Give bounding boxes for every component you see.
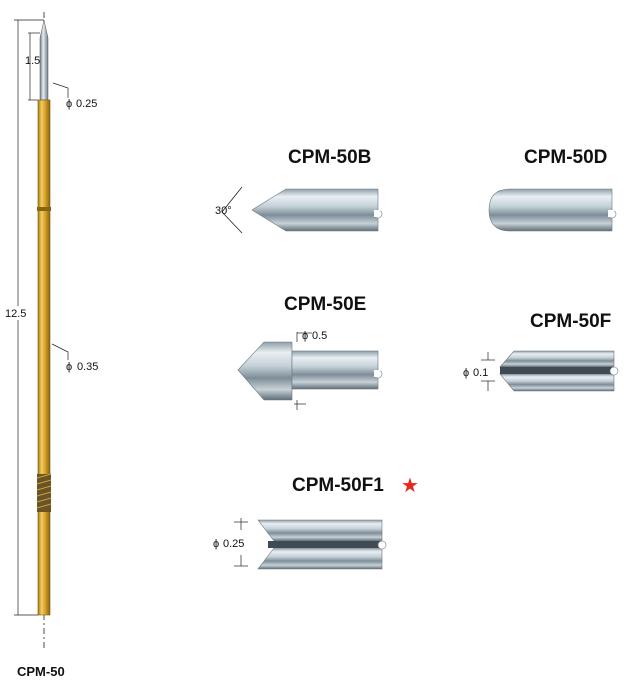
- dim-tip-dia-label: 0.25: [76, 98, 97, 110]
- dim-total-length-label: 12.5: [5, 308, 26, 320]
- tip-f1-title: CPM-50F1: [292, 475, 384, 496]
- tip-f1-upper: [257, 519, 383, 542]
- dim-tip-diameter: ϕ 0.25: [52, 82, 97, 110]
- tip-d-body: [488, 188, 613, 232]
- tip-b-angle: 30°: [215, 205, 232, 217]
- dim-tip-length-label: 1.5: [25, 55, 40, 67]
- tip-e-title: CPM-50E: [284, 294, 366, 315]
- tip-e-cone: [237, 341, 293, 401]
- tip-f-upper: [499, 350, 615, 368]
- probe-drawing: 1.5 12.5 ϕ 0.25 ϕ 0.35 CPM-50: [4, 12, 98, 679]
- tip-f1-dim-symbol: ϕ: [213, 538, 219, 550]
- barrel-groove: [37, 207, 51, 211]
- tip-cpm-50f1: CPM-50F1 ★ ϕ 0.25: [213, 473, 419, 570]
- tip-d-title: CPM-50D: [524, 147, 607, 168]
- plunger-tip: [39, 19, 49, 101]
- tip-f1-dim: 0.25: [223, 538, 244, 550]
- tip-f1-lower: [257, 547, 383, 570]
- tip-cpm-50e: CPM-50E ϕ 0.5: [237, 294, 383, 410]
- tip-e-shaft: [291, 350, 379, 390]
- crimp-ring: [36, 473, 52, 512]
- dim-tip-length: 1.5: [25, 32, 40, 101]
- dim-barrel-dia-symbol: ϕ: [66, 361, 72, 373]
- tip-e-dim: 0.5: [312, 330, 327, 342]
- tip-cpm-50b: CPM-50B 30°: [215, 147, 383, 234]
- tip-b-title: CPM-50B: [288, 147, 371, 168]
- dim-total-length: 12.5: [4, 19, 44, 616]
- dim-barrel-diameter: ϕ 0.35: [51, 343, 98, 373]
- tip-f-dim: 0.1: [473, 367, 488, 379]
- tip-b-body: [251, 188, 379, 232]
- tip-f1-star-icon: ★: [401, 473, 419, 497]
- tip-f-dim-symbol: ϕ: [463, 367, 469, 379]
- tip-cpm-50f: CPM-50F ϕ 0.1: [463, 311, 619, 392]
- tip-f-title: CPM-50F: [530, 311, 611, 332]
- tip-cpm-50d: CPM-50D: [488, 147, 617, 232]
- tip-f-lower: [499, 373, 615, 392]
- dim-tip-dia-symbol: ϕ: [66, 98, 72, 110]
- barrel: [37, 99, 51, 616]
- tip-e-dim-symbol: ϕ: [302, 330, 308, 342]
- dim-barrel-dia-label: 0.35: [77, 361, 98, 373]
- probe-caption: CPM-50: [17, 664, 65, 679]
